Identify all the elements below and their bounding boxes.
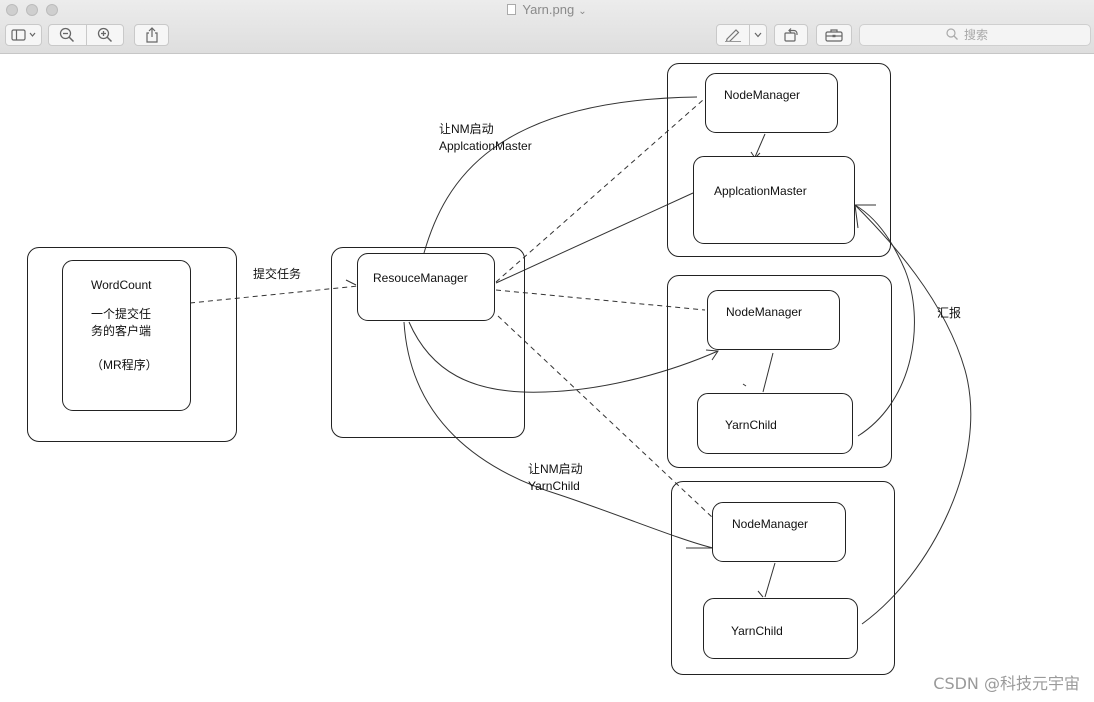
toolbox-icon [825,28,843,42]
nm1-am-connector [754,133,766,158]
segment-divider [749,24,750,46]
node-manager-2-label: NodeManager [726,305,803,319]
node-manager-1-label: NodeManager [724,88,801,102]
start-am-label-line1: 让NM启动 [439,122,494,136]
arrow-mark [854,204,859,229]
markup-menu-button[interactable] [750,32,766,38]
node-manager-1-box: NodeManager [705,73,838,133]
close-window-button[interactable] [6,4,18,16]
share-button[interactable] [134,24,169,46]
wordcount-title: WordCount [91,278,152,292]
am-rm-connector [495,192,694,284]
share-icon [145,27,159,43]
csdn-watermark: CSDN @科技元宇宙 [933,674,1080,693]
rotate-icon [783,27,799,43]
start-yc-label-line2: YarnChild [528,479,580,493]
minimize-window-button[interactable] [26,4,38,16]
submit-task-label: 提交任务 [253,267,302,281]
start-yc-arc [403,321,714,549]
submit-task-connector [189,285,359,304]
zoom-out-button[interactable] [49,27,86,43]
report-label: 汇报 [937,306,962,320]
zoom-control [48,24,124,46]
yarn-child-3-box: YarnChild [703,598,858,659]
client-program-label: （MR程序） [91,358,158,372]
nm2-yc2-connector [762,352,774,393]
app-master-box: ApplcationMaster [693,156,855,244]
rm-nm2-dashed-connector [495,289,706,311]
yarn-child-2-box: YarnChild [697,393,853,454]
tick-mark [742,383,747,387]
rm-nm2-arc [408,321,719,393]
arrow-mark [345,279,357,286]
sidebar-toggle-icon [10,29,37,41]
client-desc-line2: 务的客户端 [91,324,152,338]
app-master-label: ApplcationMaster [714,184,807,198]
rotate-button[interactable] [774,24,808,46]
resource-manager-box: ResouceManager [357,253,495,321]
resource-manager-label: ResouceManager [373,271,468,285]
tick-mark [757,590,764,598]
search-field[interactable] [859,24,1091,46]
toolbox-button[interactable] [816,24,852,46]
search-icon [946,27,958,43]
image-canvas: WordCount 一个提交任 务的客户端 （MR程序） ResouceMana… [0,54,1094,702]
markup-button[interactable] [717,28,749,42]
sidebar-toggle-button[interactable] [5,24,42,46]
report-arc-yc2 [854,204,915,437]
arrow-mark [705,349,719,361]
report-arc-yc3 [854,204,972,625]
resource-manager-container [331,247,525,438]
start-yc-label-line1: 让NM启动 [528,462,583,476]
chevron-down-icon [754,32,762,38]
zoom-window-button[interactable] [46,4,58,16]
markup-control [716,24,767,46]
start-am-label-line2: ApplcationMaster [439,139,532,153]
start-am-arc [423,96,698,254]
zoom-in-button[interactable] [87,27,124,43]
segment-divider [85,24,87,46]
wordcount-client-box: WordCount 一个提交任 务的客户端 （MR程序） [62,260,191,411]
node-manager-2-box: NodeManager [707,290,840,350]
zoom-in-icon [97,27,113,43]
node-manager-3-box: NodeManager [712,502,846,562]
rm-nm1-dashed-connector [495,99,704,283]
markup-pen-icon [724,28,742,42]
node1-container [667,63,891,257]
search-input[interactable] [964,28,1004,42]
node2-container [667,275,892,468]
yarn-child-3-label: YarnChild [731,624,783,638]
client-desc-line1: 一个提交任 [91,307,152,321]
node-manager-3-label: NodeManager [732,517,809,531]
node3-container [671,481,895,675]
client-container [27,247,237,442]
yarn-child-2-label: YarnChild [725,418,777,432]
nm3-yc3-connector [764,562,776,598]
zoom-out-icon [59,27,75,43]
